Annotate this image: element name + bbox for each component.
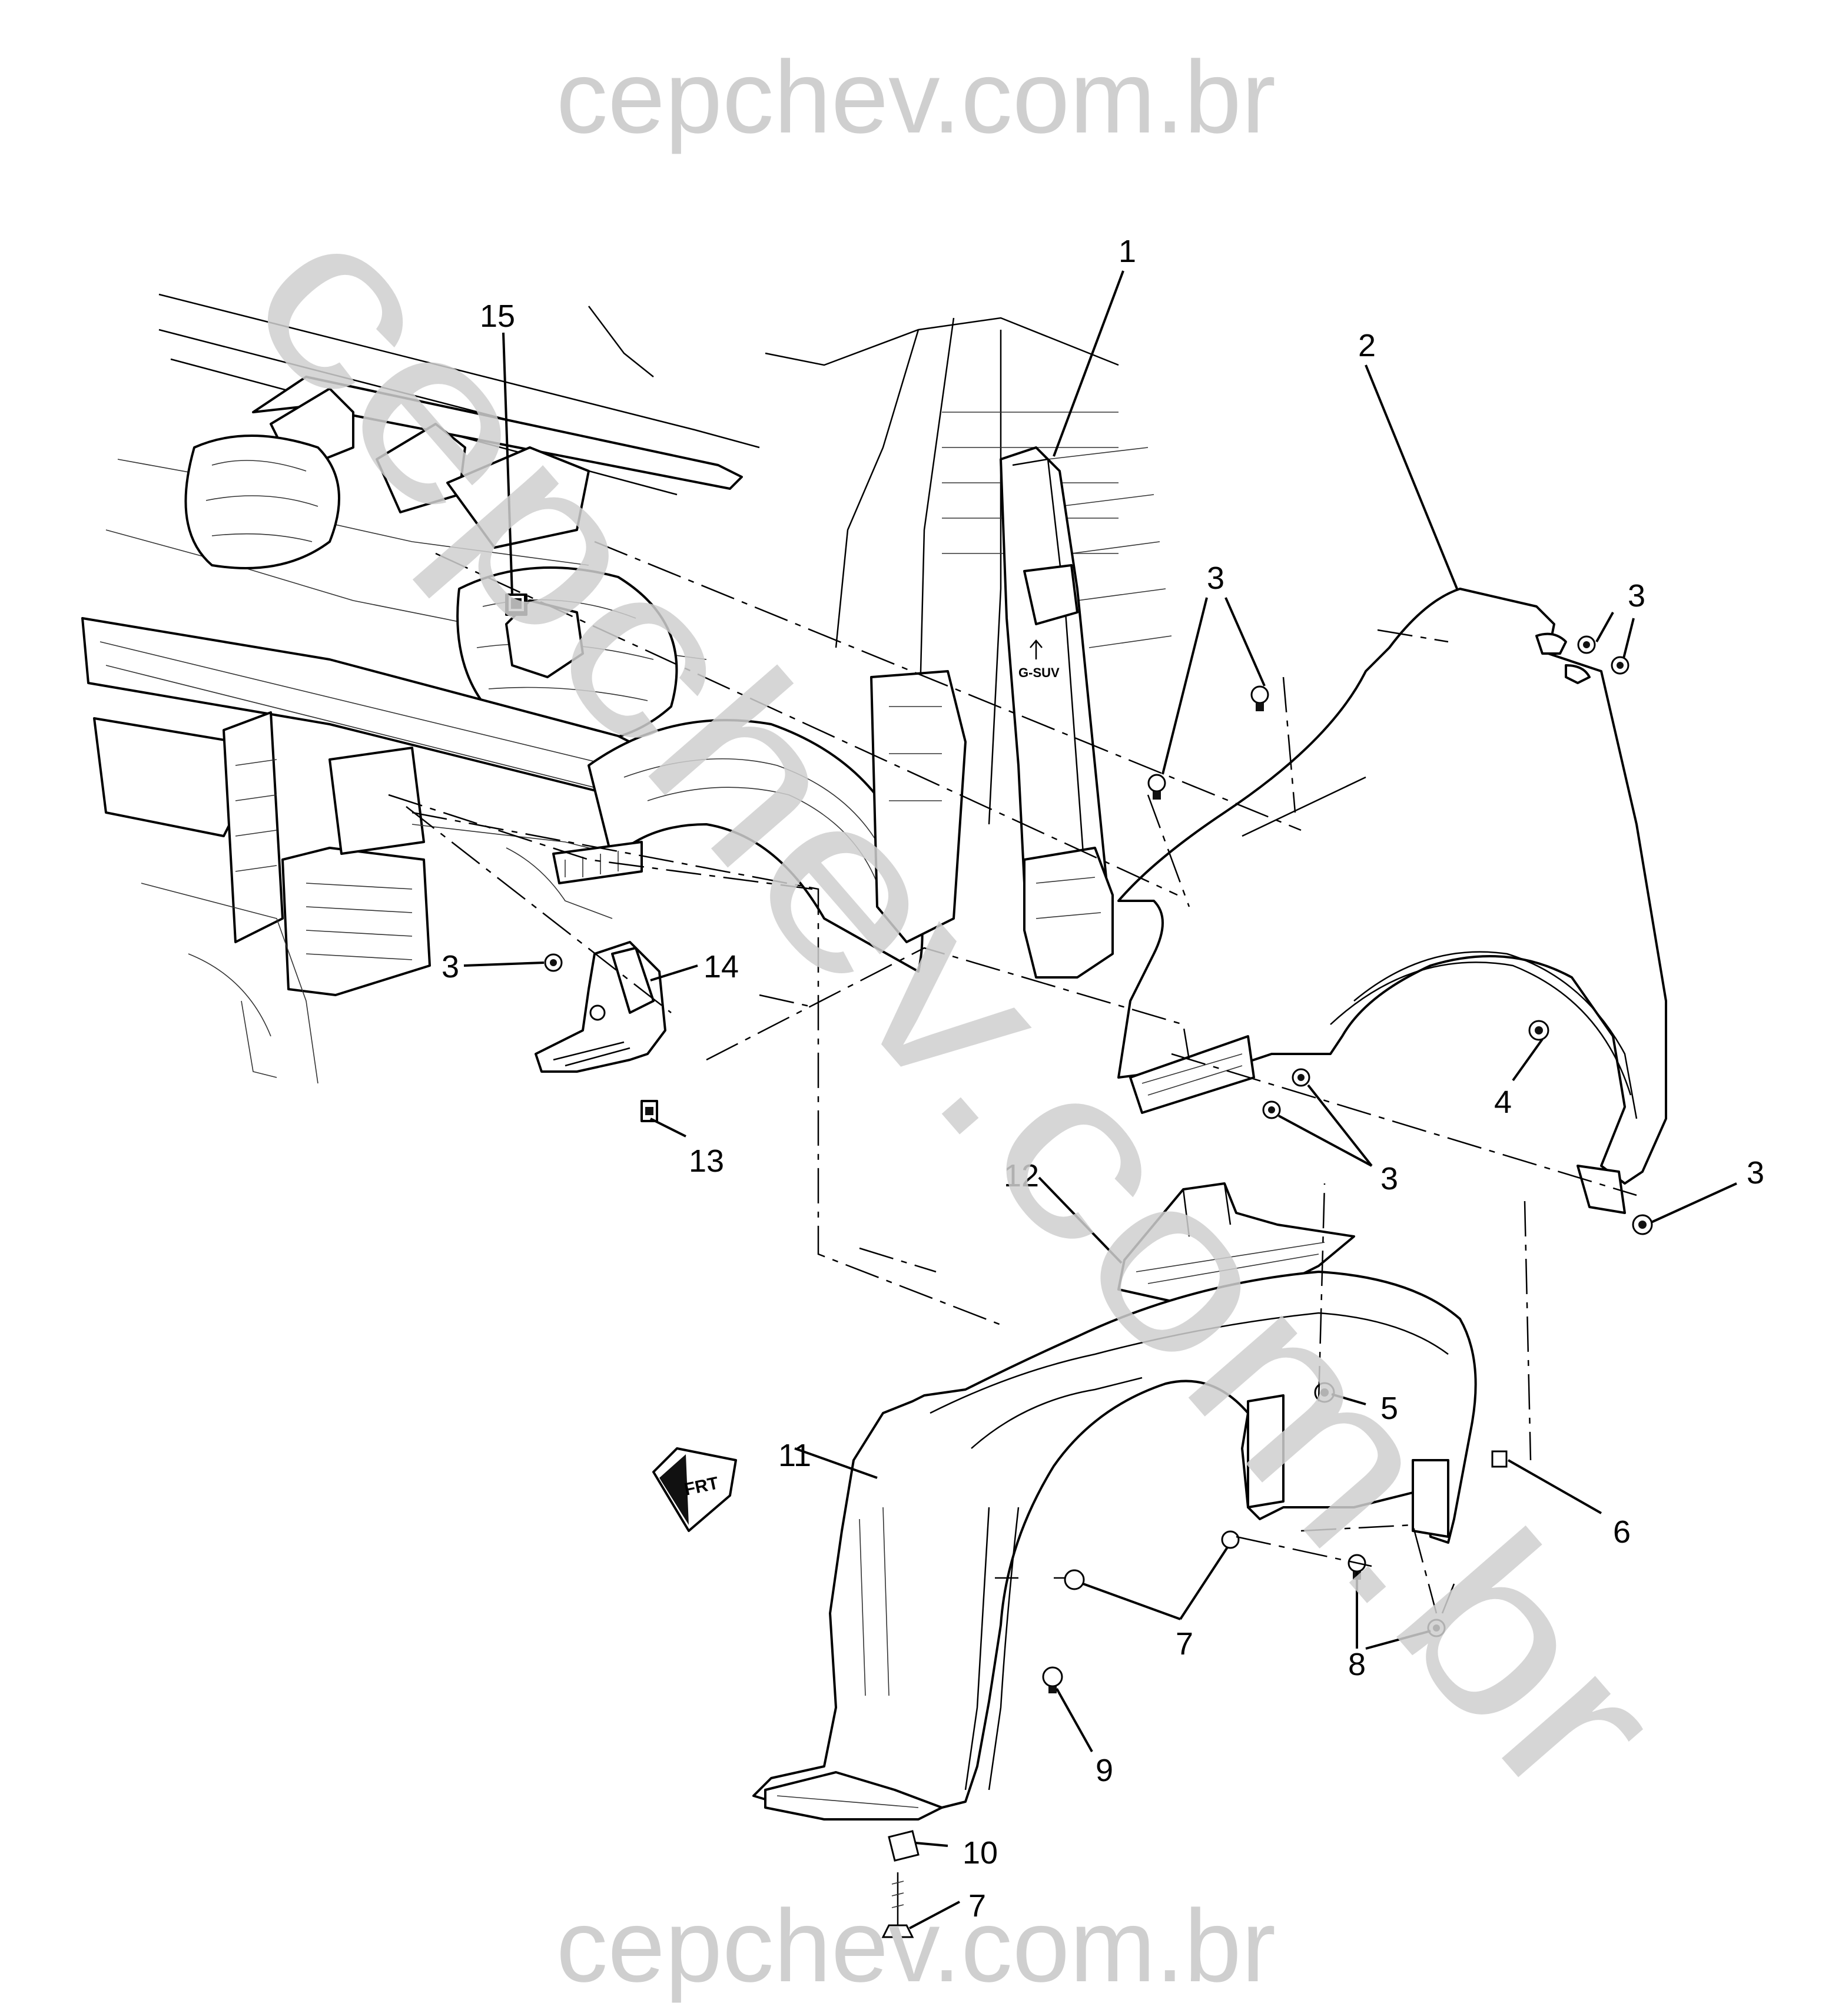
- callout-3-lower: 3: [1380, 1161, 1398, 1196]
- callout-11: 11: [778, 1438, 811, 1473]
- bolt-3-bracket: [544, 953, 563, 972]
- part-15-clip: [506, 593, 526, 614]
- watermark-bottom: cepchev.com.br: [556, 1889, 1276, 2004]
- vehicle-body-structure: [81, 293, 1172, 1084]
- callout-3-upper-right: 3: [1628, 578, 1645, 614]
- fasteners: [544, 635, 1653, 1938]
- callout-7-bottom: 7: [968, 1888, 986, 1924]
- part-14-fender-bracket: [535, 941, 666, 1073]
- bolt-3-right-a: [1577, 635, 1596, 654]
- clip-10: [888, 1830, 920, 1862]
- bolt-3-upper-b: [1147, 774, 1166, 800]
- nut-4: [1528, 1020, 1549, 1041]
- callout-3-upper: 3: [1207, 561, 1224, 596]
- nut-5: [1314, 1382, 1335, 1403]
- callout-3-far-right: 3: [1747, 1155, 1764, 1191]
- callout-3-bracket: 3: [442, 949, 459, 984]
- callout-9: 9: [1096, 1753, 1113, 1788]
- part-13-clip: [640, 1100, 658, 1122]
- part-1-pillar-insulator: G-SUV: [1000, 446, 1114, 979]
- callout-12: 12: [1004, 1158, 1039, 1193]
- clip-6: [1491, 1450, 1508, 1468]
- clip-9: [1042, 1666, 1063, 1693]
- callout-15: 15: [480, 299, 515, 334]
- part-11-wheelhouse-liner: [752, 1271, 1477, 1821]
- callout-5: 5: [1380, 1391, 1398, 1426]
- screw-7-a: [1054, 1569, 1085, 1590]
- bolt-3-lower-b: [1262, 1100, 1281, 1119]
- callout-labels: 1 2 3 3 3 3 3 4 5 6 7 7 8 9 10 11 12 13 …: [442, 234, 1764, 1924]
- part-2-front-fender: [1117, 588, 1667, 1214]
- callout-14: 14: [703, 949, 739, 984]
- front-direction-arrow: FRT: [652, 1447, 737, 1532]
- callout-4: 4: [1494, 1085, 1512, 1120]
- callout-2: 2: [1358, 328, 1376, 363]
- part-1-stamp: G-SUV: [1018, 665, 1060, 680]
- callout-6: 6: [1613, 1514, 1631, 1550]
- watermark-top: cepchev.com.br: [556, 40, 1276, 155]
- bolt-3-right-b: [1611, 656, 1629, 675]
- callout-1: 1: [1119, 234, 1136, 269]
- callout-10: 10: [963, 1835, 998, 1871]
- clip-8-b: [1427, 1619, 1446, 1637]
- callout-13: 13: [689, 1143, 724, 1179]
- callout-8: 8: [1348, 1647, 1366, 1682]
- screw-7-bottom: [881, 1872, 914, 1938]
- callout-7-liner: 7: [1176, 1626, 1193, 1662]
- bolt-3-far-right: [1632, 1214, 1653, 1235]
- alignment-lines: [388, 541, 1637, 1614]
- screw-7-b: [1221, 1530, 1240, 1549]
- bolt-3-upper-a: [1250, 685, 1269, 711]
- leader-lines: [463, 270, 1737, 1929]
- bolt-3-lower-a: [1292, 1068, 1310, 1087]
